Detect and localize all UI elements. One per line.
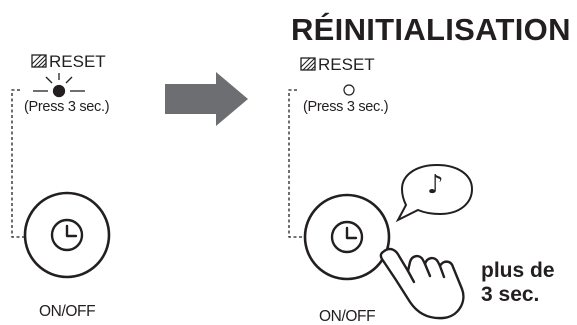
page-title: RÉINITIALISATION	[291, 12, 571, 47]
hand-pressing-icon	[379, 247, 465, 320]
lamp-off-icon	[343, 84, 355, 96]
lamp-blinking-icon	[33, 73, 85, 98]
arrow-right-icon	[165, 72, 248, 126]
speech-bubble-icon	[395, 163, 474, 223]
press-hint: (Press 3 sec.)	[24, 99, 110, 115]
press-hint: (Press 3 sec.)	[303, 99, 389, 115]
onoff-button[interactable]	[303, 193, 391, 281]
reset-label: RESET	[318, 55, 375, 74]
onoff-label: ON/OFF	[319, 308, 376, 325]
onoff-label: ON/OFF	[39, 303, 96, 320]
reset-hatched-icon	[31, 54, 47, 68]
onoff-button[interactable]	[23, 191, 111, 279]
clock-icon	[50, 218, 84, 252]
music-note-icon: ♪	[427, 170, 444, 200]
clock-icon	[330, 220, 364, 254]
reset-label: RESET	[49, 52, 106, 71]
reset-hatched-icon	[300, 57, 316, 71]
hold-instruction-line2: 3 sec.	[481, 283, 540, 306]
hold-instruction-line1: plus de	[481, 259, 555, 282]
hold-instruction: plus de 3 sec.	[481, 259, 561, 307]
